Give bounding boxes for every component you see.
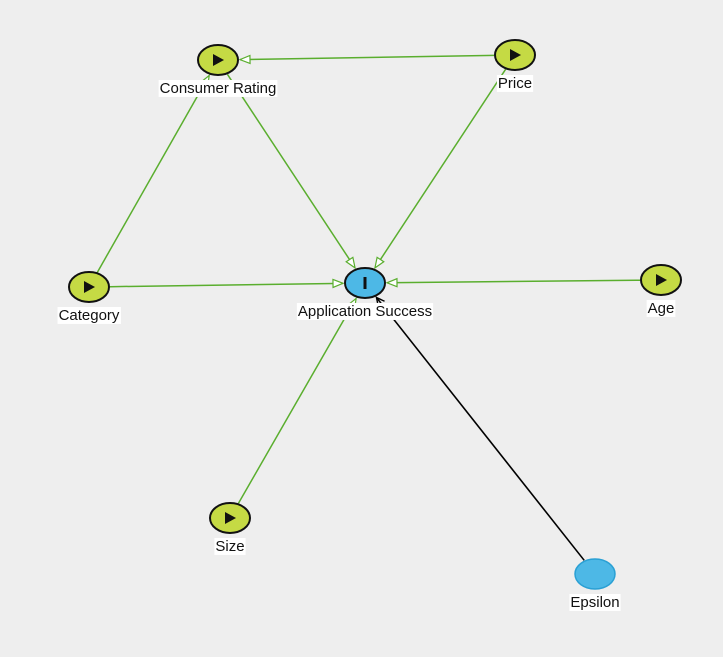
node-label-background (214, 537, 246, 555)
play-icon (213, 54, 224, 66)
play-icon (84, 281, 95, 293)
node-label: Category (59, 307, 120, 324)
edge-age-to-application-success[interactable] (387, 280, 641, 283)
edge-price-to-consumer-rating[interactable] (240, 55, 495, 59)
node-label-background (296, 302, 434, 320)
edge-size-to-application-success[interactable] (237, 299, 356, 504)
node-size[interactable]: Size (209, 502, 251, 555)
node-label-background (646, 299, 676, 317)
node-label: Price (498, 75, 532, 92)
play-icon (510, 49, 521, 61)
edge-category-to-consumer-rating[interactable] (96, 76, 209, 273)
edge-consumer-rating-to-application-success[interactable] (226, 73, 355, 268)
node-shape[interactable] (574, 558, 616, 590)
node-epsilon[interactable]: Epsilon (569, 558, 621, 611)
node-price[interactable]: Price (494, 39, 536, 92)
node-category[interactable]: Category (57, 271, 121, 324)
node-application-success[interactable]: Application Success (296, 267, 434, 320)
node-label: Consumer Rating (160, 80, 277, 97)
node-label: Epsilon (570, 594, 619, 611)
play-icon (656, 274, 667, 286)
node-label: Age (648, 300, 675, 317)
node-label: Size (215, 538, 244, 555)
node-label: Application Success (298, 303, 432, 320)
node-age[interactable]: Age (640, 264, 682, 317)
edge-epsilon-to-application-success[interactable] (376, 297, 585, 561)
node-label-background (57, 306, 121, 324)
node-label-background (569, 593, 621, 611)
outcome-bar-icon (363, 277, 367, 289)
edges-layer (96, 55, 641, 561)
edge-category-to-application-success[interactable] (109, 283, 343, 286)
node-label-background (496, 74, 534, 92)
play-icon (225, 512, 236, 524)
edge-price-to-application-success[interactable] (375, 68, 507, 268)
node-label-background (158, 79, 278, 97)
node-consumer-rating[interactable]: Consumer Rating (158, 44, 278, 97)
